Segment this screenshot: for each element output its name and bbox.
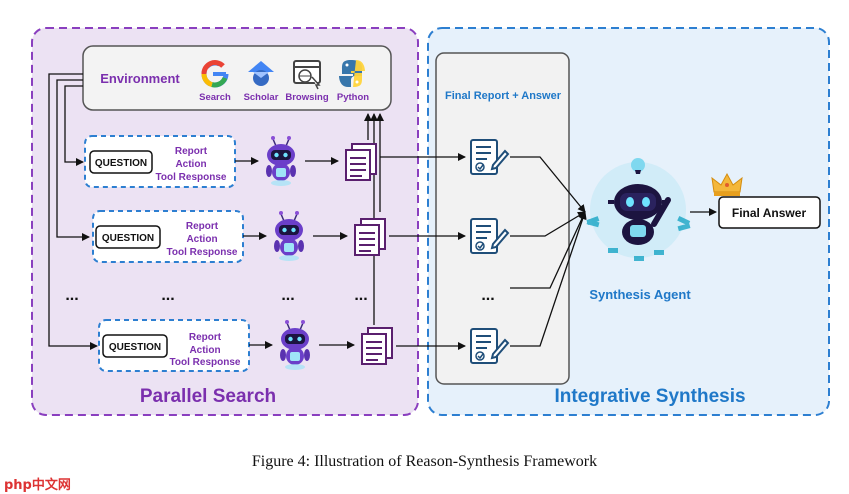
tool-label-scholar: Scholar xyxy=(244,92,279,103)
documents-icon xyxy=(354,218,386,256)
browsing-icon xyxy=(293,60,321,90)
row-arrows xyxy=(235,157,355,349)
row-1-action: Action xyxy=(175,159,206,170)
integrative-synthesis-label: Integrative Synthesis xyxy=(554,386,745,407)
python-icon xyxy=(339,60,365,87)
final-answer-label: Final Answer xyxy=(732,206,807,220)
row-3-action: Action xyxy=(189,345,220,356)
tool-label-browsing: Browsing xyxy=(285,92,328,103)
google-icon xyxy=(201,60,229,88)
report-to-agent-arrows xyxy=(510,156,587,347)
final-report-panel xyxy=(435,52,570,385)
ellipsis-4: ... xyxy=(354,287,367,304)
synthesis-agent-label: Synthesis Agent xyxy=(589,287,691,302)
tool-label-python: Python xyxy=(337,92,369,103)
documents-icon xyxy=(361,327,393,365)
question-box-2 xyxy=(95,225,161,249)
crown-icon xyxy=(711,172,743,196)
docs-to-report-arrows xyxy=(380,153,466,350)
ellipsis-3: ... xyxy=(281,287,294,304)
row-3-report: Report xyxy=(189,332,222,343)
row-1-tool-response: Tool Response xyxy=(156,172,227,183)
row-2-report: Report xyxy=(186,221,219,232)
documents-icon xyxy=(345,143,377,181)
question-box-1 xyxy=(89,150,153,174)
tool-label-search: Search xyxy=(199,92,231,103)
ellipsis-5: ... xyxy=(481,287,494,304)
question-label-3: QUESTION xyxy=(109,342,161,353)
synthesis-agent-icon xyxy=(586,158,691,261)
ellipsis-1: ... xyxy=(65,287,78,304)
row-1-report: Report xyxy=(175,146,208,157)
row-2-action: Action xyxy=(186,234,217,245)
parallel-search-label: Parallel Search xyxy=(140,386,276,407)
row-2-tool-response: Tool Response xyxy=(167,247,238,258)
ellipsis-2: ... xyxy=(161,287,174,304)
watermark: php中文网 xyxy=(4,478,71,493)
figure-caption: Figure 4: Illustration of Reason-Synthes… xyxy=(251,453,598,470)
row-3-tool-response: Tool Response xyxy=(170,357,241,368)
scholar-icon xyxy=(248,61,274,86)
environment-label: Environment xyxy=(100,71,180,86)
question-label-2: QUESTION xyxy=(102,233,154,244)
final-report-label: Final Report + Answer xyxy=(445,90,562,102)
question-label-1: QUESTION xyxy=(95,158,147,169)
final-answer-box xyxy=(718,196,821,229)
question-box-3 xyxy=(102,334,168,358)
